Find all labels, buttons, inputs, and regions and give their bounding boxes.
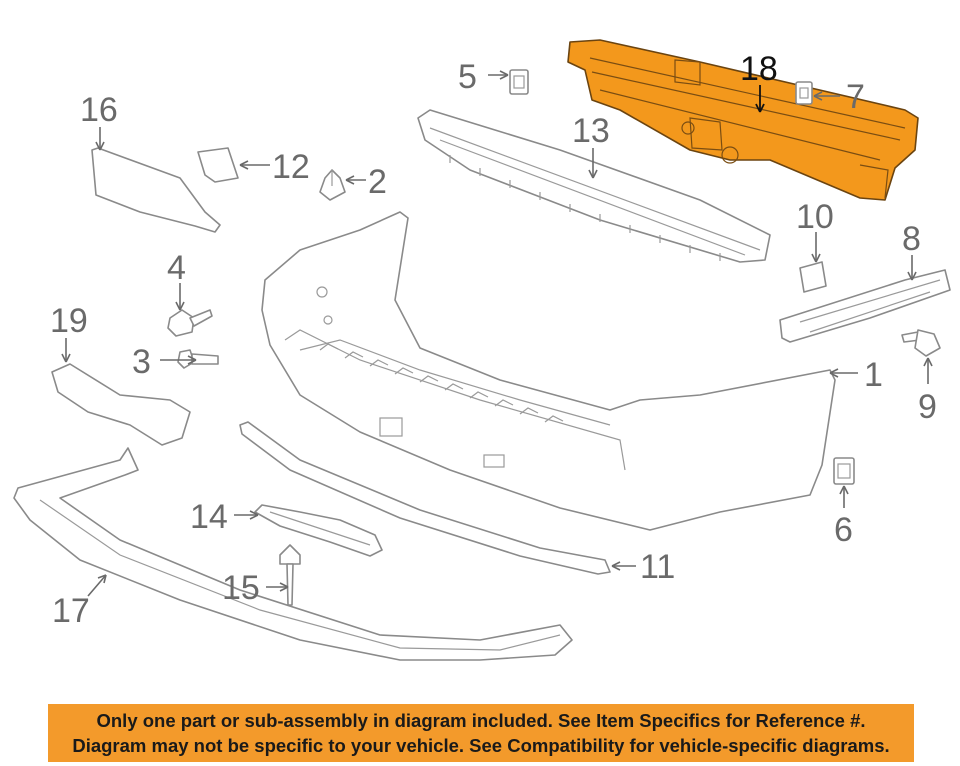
part-15-push-pin[interactable] xyxy=(279,544,301,606)
part-17-lower-valance[interactable] xyxy=(13,447,573,661)
notice-banner: Only one part or sub-assembly in diagram… xyxy=(48,704,914,762)
callout-8: 8 xyxy=(902,220,921,258)
callout-1: 1 xyxy=(864,356,883,394)
part-18-reinforcement-bar[interactable] xyxy=(567,39,919,201)
callout-11: 11 xyxy=(640,548,675,586)
callout-15: 15 xyxy=(222,569,260,607)
part-6-clip[interactable] xyxy=(833,457,855,485)
part-11-molding-strip[interactable] xyxy=(239,421,611,575)
part-16-cover[interactable] xyxy=(91,147,221,233)
part-13-step-pad[interactable] xyxy=(417,109,771,263)
notice-line-1: Only one part or sub-assembly in diagram… xyxy=(96,710,866,731)
callout-12: 12 xyxy=(272,148,310,186)
callout-14: 14 xyxy=(190,498,228,536)
part-10-clip[interactable] xyxy=(799,261,827,293)
callout-4: 4 xyxy=(167,249,186,287)
part-3-bolt[interactable] xyxy=(177,349,219,369)
callout-16: 16 xyxy=(80,91,118,129)
part-14-bracket[interactable] xyxy=(254,504,383,557)
part-7-clip[interactable] xyxy=(795,81,813,105)
callout-3: 3 xyxy=(132,343,151,381)
callout-18: 18 xyxy=(740,50,778,88)
part-19-bracket[interactable] xyxy=(51,363,191,446)
part-9-bolt[interactable] xyxy=(901,329,941,357)
callout-10: 10 xyxy=(796,198,834,236)
callout-2: 2 xyxy=(368,163,387,201)
parts-diagram: 1 2 3 4 5 6 7 8 9 10 11 12 13 14 15 16 1… xyxy=(13,39,951,661)
part-2-bolt[interactable] xyxy=(319,169,346,201)
part-12-bracket[interactable] xyxy=(197,147,239,183)
callout-13: 13 xyxy=(572,112,610,150)
callout-19: 19 xyxy=(50,302,88,340)
notice-line-2: Diagram may not be specific to your vehi… xyxy=(72,735,890,756)
callout-17: 17 xyxy=(52,592,90,630)
callout-9: 9 xyxy=(918,388,937,426)
callout-7: 7 xyxy=(846,78,865,116)
callout-5: 5 xyxy=(458,58,477,96)
part-4-bolt[interactable] xyxy=(167,309,213,337)
leader-lines xyxy=(61,70,933,597)
part-5-clip[interactable] xyxy=(509,69,529,95)
callout-labels: 1 2 3 4 5 6 7 8 9 10 11 12 13 14 15 16 1… xyxy=(50,50,937,630)
callout-6: 6 xyxy=(834,511,853,549)
